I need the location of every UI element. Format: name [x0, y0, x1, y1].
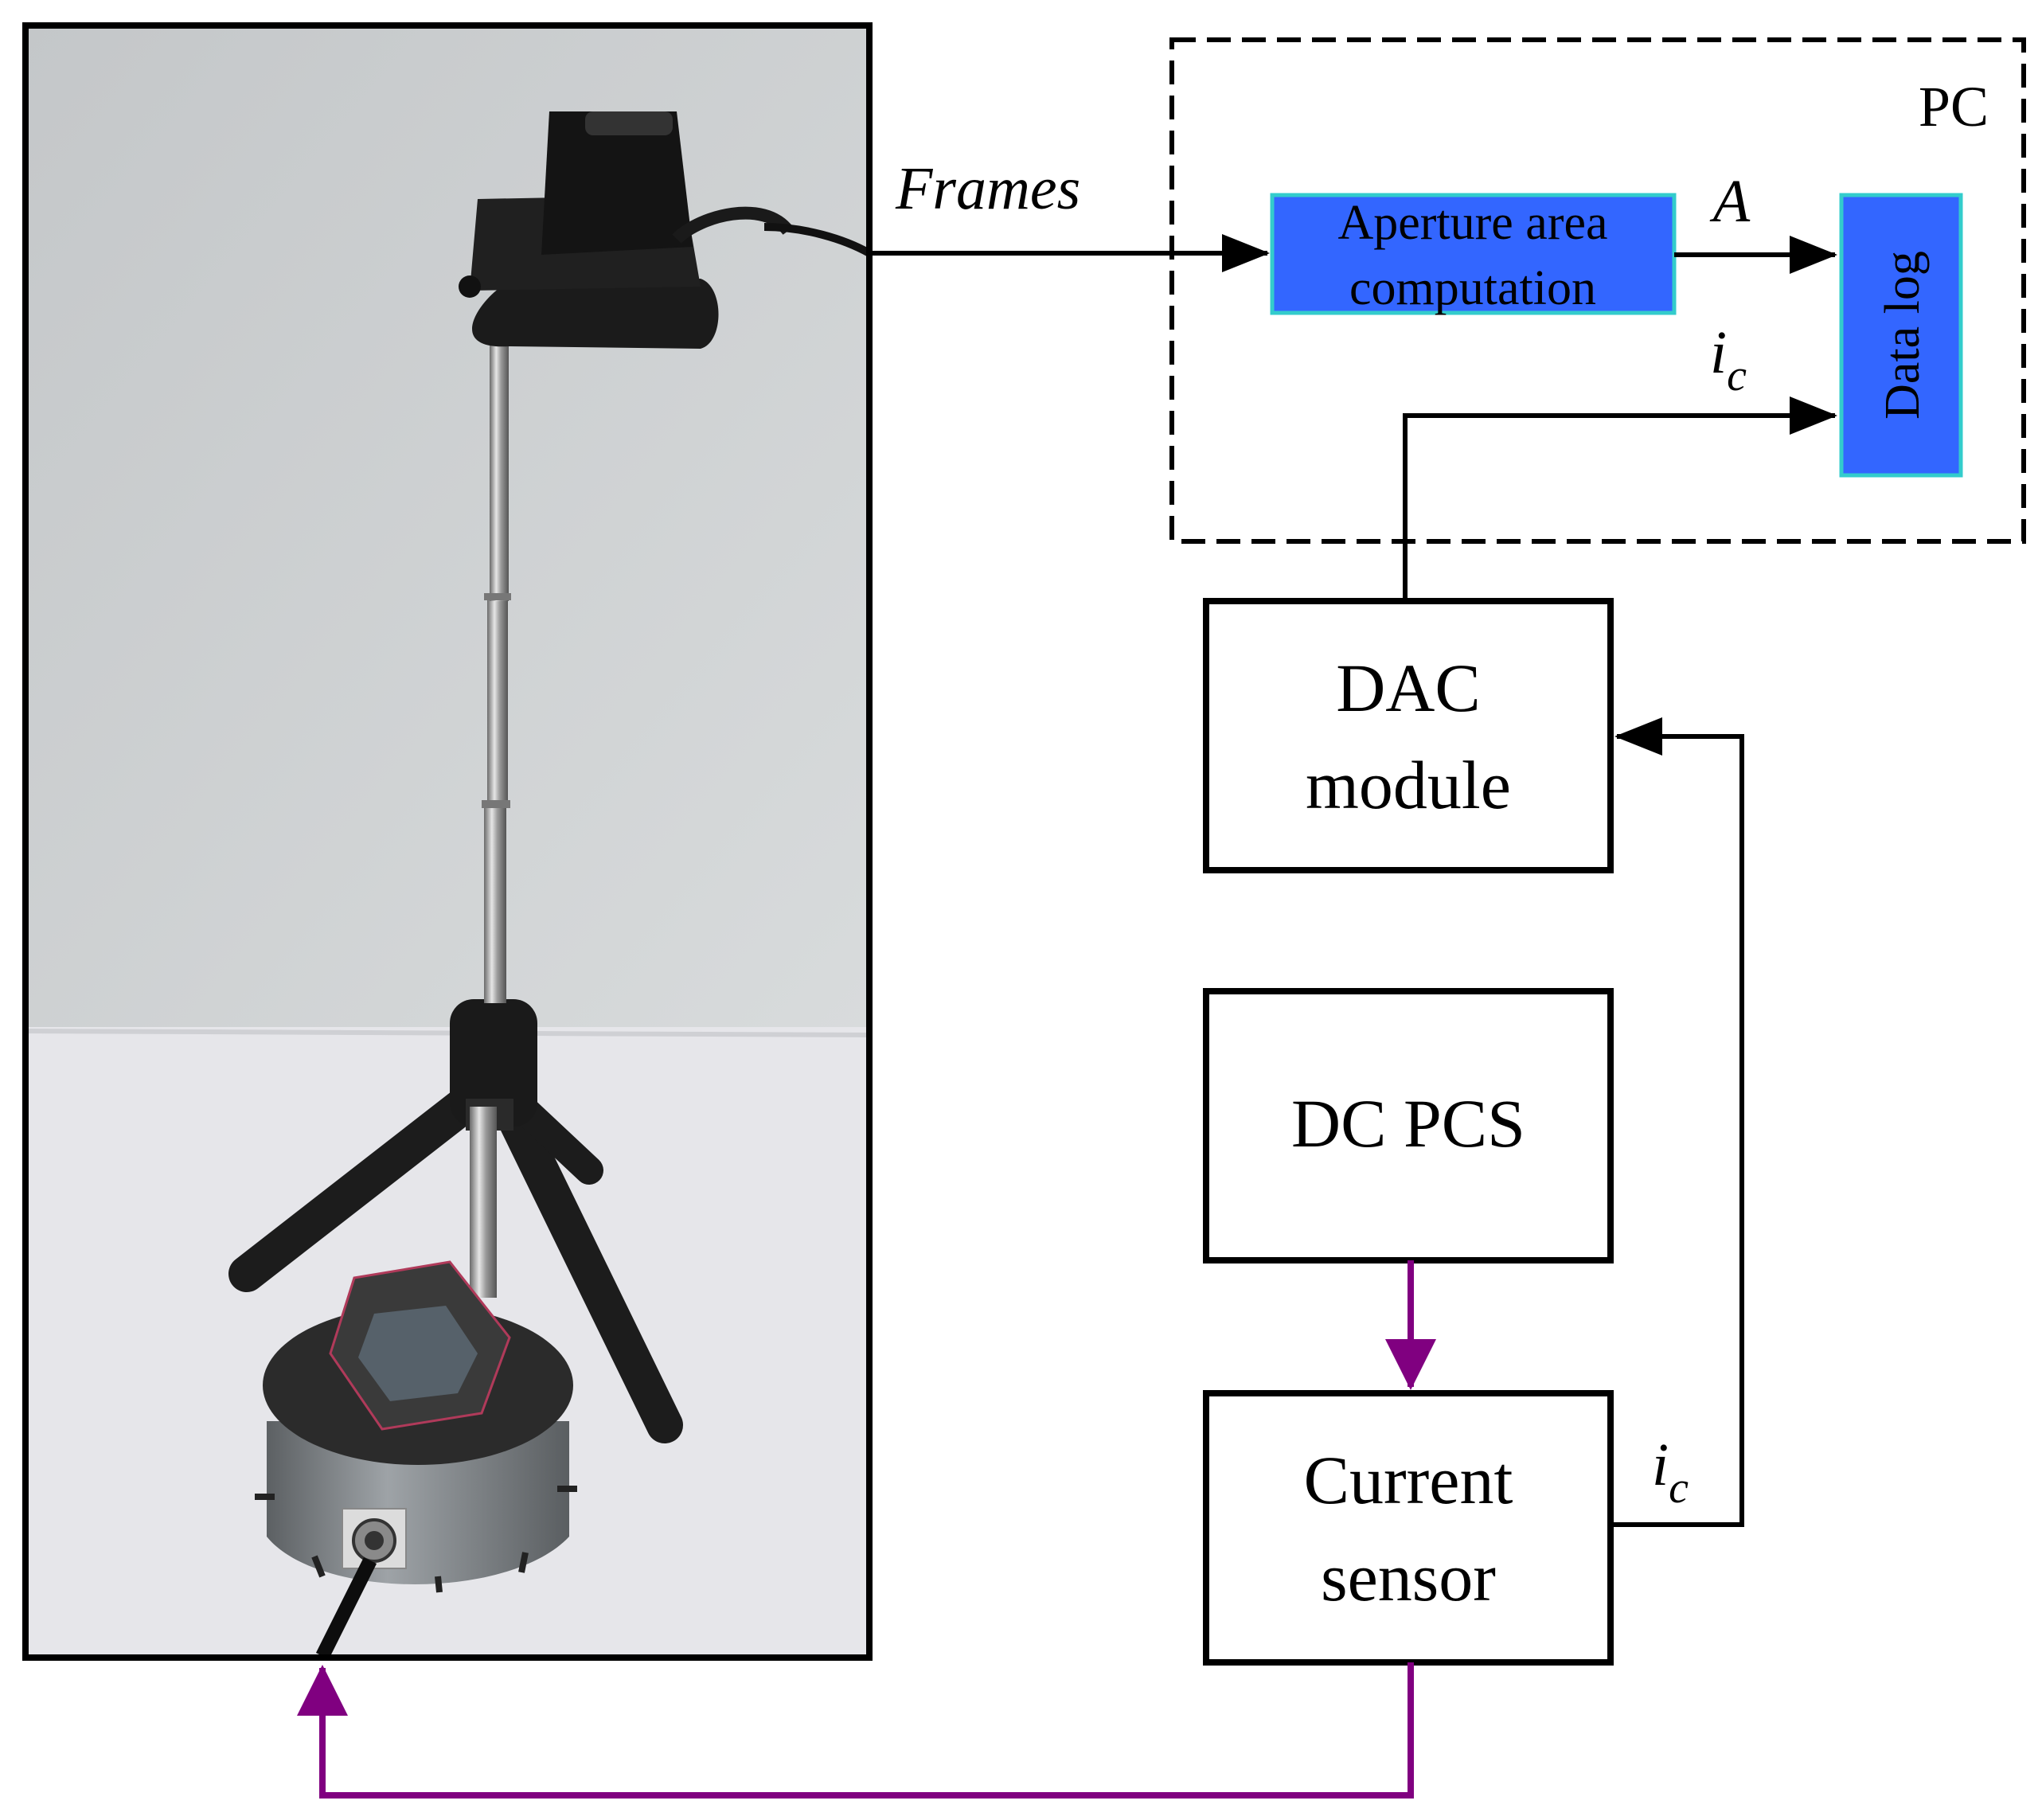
hexagonal-actuator-icon — [255, 1260, 577, 1593]
aperture-line1: Aperture area — [1337, 196, 1607, 250]
data-log-block: Data log — [1839, 193, 1963, 478]
data-log-label: Data log — [1876, 251, 1930, 420]
signal-a-label: A — [1709, 168, 1751, 235]
frames-label: Frames — [895, 155, 1080, 222]
pc-label: PC — [1919, 75, 1989, 139]
photo-frame — [22, 22, 873, 1661]
dac-line2: module — [1306, 747, 1511, 823]
aperture-area-block: Aperture area computation — [1270, 193, 1677, 315]
dc-pcs-block: DC PCS — [1203, 988, 1614, 1263]
signal-ic-to-datalog-arrow — [1403, 396, 1837, 601]
pc-boundary — [1169, 37, 2026, 544]
telescopic-stand-icon — [470, 334, 511, 1298]
sensor-line1: Current — [1304, 1442, 1513, 1518]
current-sensor-block: Current sensor — [1203, 1390, 1614, 1666]
signal-ic-label-top: ic — [1710, 319, 1747, 400]
signal-ic-to-dac-arrow — [1611, 717, 1744, 1527]
photo-background-wall — [25, 25, 869, 1037]
power-sensor-to-actuator-arrow — [297, 1662, 1414, 1799]
sensor-line2: sensor — [1321, 1539, 1496, 1615]
dac-line1: DAC — [1336, 650, 1481, 726]
table-edge — [25, 1029, 870, 1037]
dc-pcs-label: DC PCS — [1291, 1085, 1525, 1162]
webcam-icon — [459, 111, 872, 349]
usb-cable — [763, 223, 872, 257]
setup-photo — [22, 22, 873, 1661]
aperture-line2: computation — [1349, 261, 1596, 315]
tripod-icon — [228, 999, 683, 1443]
connector-cable-icon — [315, 1556, 377, 1660]
dac-module-block: DAC module — [1203, 598, 1614, 873]
signal-ic-label-bottom: ic — [1652, 1431, 1689, 1513]
